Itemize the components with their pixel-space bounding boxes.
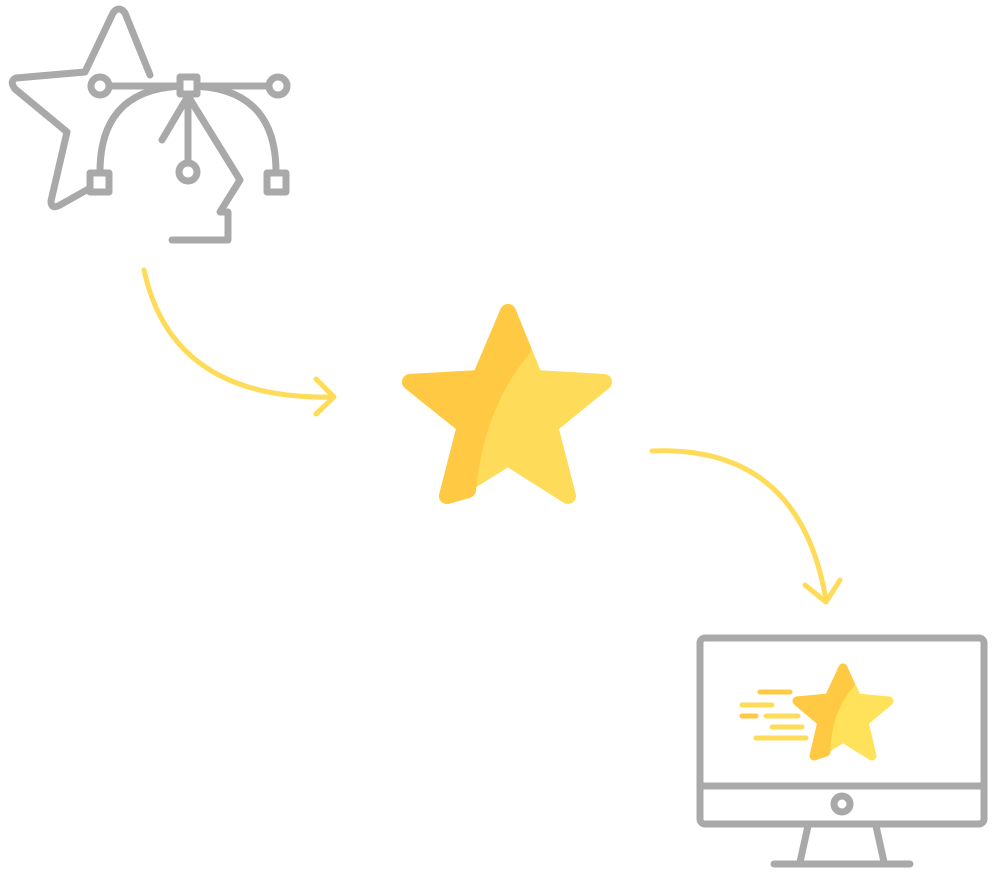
arrow-curve xyxy=(141,267,335,400)
arrow-star-to-monitor xyxy=(649,448,843,605)
star-shade xyxy=(402,304,531,504)
star-icon xyxy=(402,304,612,504)
screen-star-shade xyxy=(792,663,855,761)
arrow-head xyxy=(802,577,843,605)
left-anchor-square xyxy=(86,169,113,196)
right-anchor-square xyxy=(263,169,290,196)
monitor-stand xyxy=(796,822,888,866)
monitor-with-star-icon xyxy=(696,634,988,868)
star-outline xyxy=(8,5,154,211)
pen-nib xyxy=(158,92,244,244)
pen-center-circle xyxy=(175,159,201,185)
monitor-frame xyxy=(696,634,988,828)
center-anchor-square xyxy=(176,73,201,98)
right-handle-circle xyxy=(265,73,291,99)
left-handle-circle xyxy=(87,73,113,99)
arrow-design-to-star xyxy=(141,267,337,417)
speed-lines xyxy=(739,689,809,741)
arrow-head xyxy=(313,376,337,417)
arrow-curve xyxy=(649,448,829,603)
vector-star-pen-tool-icon xyxy=(8,5,291,244)
power-button-icon xyxy=(830,792,854,816)
